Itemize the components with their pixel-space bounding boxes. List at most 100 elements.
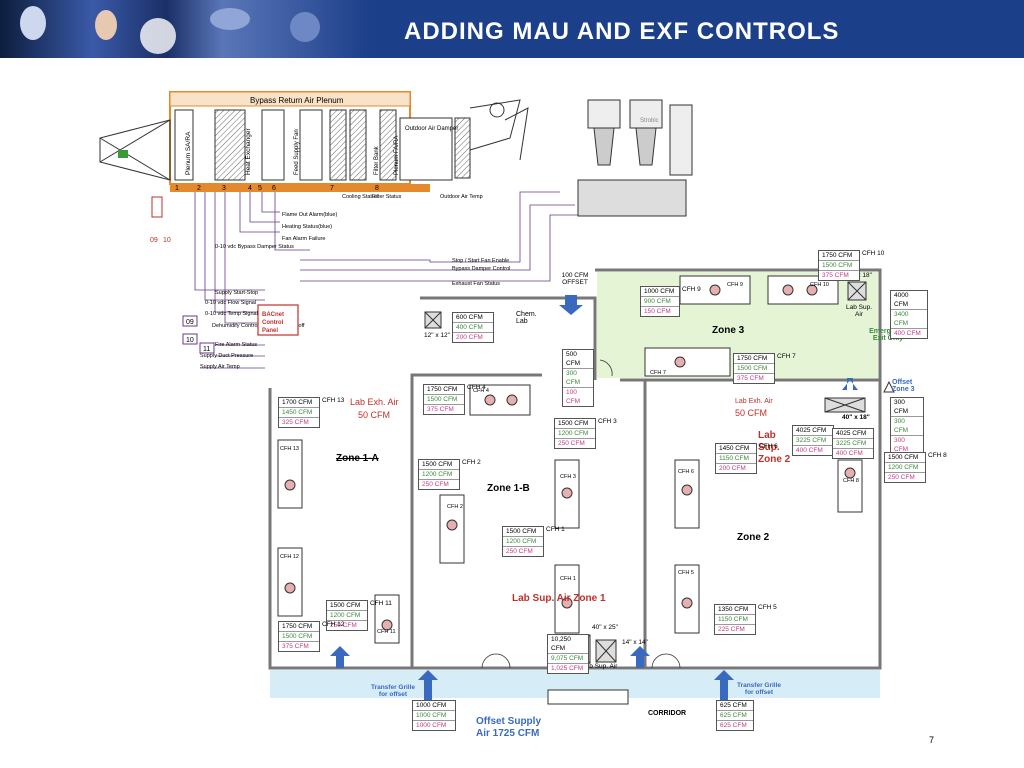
flow-value: 600 CFM (453, 313, 493, 323)
transfer-grille-right: Transfer Grille for offset (736, 682, 782, 696)
flow-value: 300 CFM (894, 437, 909, 453)
flow-value: 1500 CFM (555, 419, 595, 429)
flow-value: 1500 CFM (503, 527, 543, 537)
flow-value: 3400 CFM (891, 310, 927, 329)
fume-hoods (277, 275, 863, 644)
flow-value: 300 CFM (891, 398, 923, 417)
flow-value: 10,250 CFM (548, 635, 588, 654)
flow-value: 9,075 CFM (548, 654, 588, 664)
mau-comp-1: Heat Exchanger (245, 128, 252, 175)
flow-value: 625 CFM (720, 722, 747, 729)
flow-box-label: CFH 9 (682, 286, 701, 293)
cooling-status: Cooling Status (342, 194, 378, 200)
flow-box-label: CFH 8 (928, 452, 947, 459)
port-2: 2 (197, 185, 201, 192)
flow-value: 1500 CFM (819, 261, 859, 271)
port-6: 6 (272, 185, 276, 192)
flow-box-label: CFH 5 (758, 604, 777, 611)
flow-value: 1500 CFM (419, 460, 459, 470)
flow-value: 1450 CFM (716, 444, 756, 454)
svg-text:Stop / Start Fan Enable: Stop / Start Fan Enable (452, 258, 509, 264)
offset-duct (547, 689, 629, 705)
header-photo (0, 0, 370, 58)
svg-text:Supply Duct Pressure: Supply Duct Pressure (200, 353, 253, 359)
flow-value: 400 CFM (836, 450, 863, 457)
flow-box-label: CFH 12 (322, 621, 345, 628)
flow-value: 325 CFM (282, 419, 309, 426)
flow-value: 375 CFM (737, 375, 764, 382)
zone3-label: Zone 3 (712, 325, 745, 336)
flow-value: 400 CFM (894, 330, 921, 337)
port-8: 8 (375, 185, 379, 192)
flow-value: 250 CFM (330, 622, 357, 629)
flow-value: 4000 CFM (891, 291, 927, 310)
mau-plenum-label: Bypass Return Air Plenum (250, 96, 344, 105)
mau-comp-4: Filter Bank (374, 145, 380, 175)
flow-box-label: CFH 2 (462, 459, 481, 466)
flow-value: 400 CFM (796, 447, 823, 454)
flow-value: 1000 CFM (413, 711, 455, 721)
flow-value: 200 CFM (719, 465, 746, 472)
flow-value: 625 CFM (717, 701, 753, 711)
signal-labels: Flame Out Alarm(blue) Heating Status(blu… (200, 212, 510, 370)
svg-text:CFH 10: CFH 10 (810, 282, 829, 288)
corridor-label: CORRIDOR (648, 710, 687, 717)
size-40x18: 40" x 18" (842, 414, 870, 421)
svg-text:CFH 7: CFH 7 (650, 370, 666, 376)
flow-value: 3225 CFM (833, 439, 873, 449)
svg-text:Exhaust Fan Status: Exhaust Fan Status (452, 281, 500, 287)
flow-value: 1500 CFM (279, 632, 319, 642)
flow-value: 250 CFM (558, 440, 585, 447)
airflow-arrows (330, 295, 858, 700)
mau-comp-0: Plenum SA/RA (185, 131, 192, 175)
svg-text:0-10 vdc Flow Signal: 0-10 vdc Flow Signal (205, 300, 256, 306)
page-title: ADDING MAU AND EXF CONTROLS (404, 18, 840, 45)
zone1a-label: Zone 1-A (336, 453, 379, 464)
flow-value: 900 CFM (641, 297, 679, 307)
flow-value: 375 CFM (822, 272, 849, 279)
flow-value: 1000 CFM (413, 701, 455, 711)
svg-text:CFH 9: CFH 9 (727, 282, 743, 288)
svg-text:CFH 4: CFH 4 (473, 388, 489, 394)
flow-box-label: CFH 4 (467, 384, 486, 391)
size-12x12: 12" x 12" (424, 332, 450, 339)
flow-value: 1500 CFM (424, 395, 464, 405)
size-40x25: 40" x 25" (592, 624, 618, 631)
flow-value: 1750 CFM (734, 354, 774, 364)
exhaust-fan-group (577, 99, 693, 217)
offset-top-label: 100 CFM OFFSET (561, 272, 589, 286)
flow-box-label: CFH 7 (777, 353, 796, 360)
flow-value: 400 CFM (453, 323, 493, 333)
flow-box-label: CFH 6 (759, 443, 778, 450)
tag-09: 09 (186, 319, 194, 326)
offset-supply-label: Offset Supply Air 1725 CFM (476, 716, 542, 739)
flow-value: 625 CFM (717, 711, 753, 721)
flow-value: 250 CFM (506, 548, 533, 555)
flow-value: 250 CFM (422, 481, 449, 488)
flow-box-label: CFH 10 (862, 250, 885, 257)
bacnet-panel-2: Control (262, 320, 284, 326)
mau-unit (99, 91, 529, 192)
header-bar: ADDING MAU AND EXF CONTROLS (0, 0, 1024, 58)
svg-text:CFH 2: CFH 2 (447, 504, 463, 510)
doors (481, 359, 681, 669)
flow-value: 300 CFM (563, 369, 593, 388)
svg-text:Fire Alarm Status: Fire Alarm Status (215, 342, 257, 348)
port-3: 3 (222, 185, 226, 192)
size-14x14: 14" x 14" (622, 639, 648, 646)
svg-text:Flame Out Alarm(blue): Flame Out Alarm(blue) (282, 212, 337, 218)
flow-value: 375 CFM (427, 406, 454, 413)
chem-lab-label: Chem. Lab (516, 311, 537, 325)
flow-value: 1200 CFM (503, 537, 543, 547)
